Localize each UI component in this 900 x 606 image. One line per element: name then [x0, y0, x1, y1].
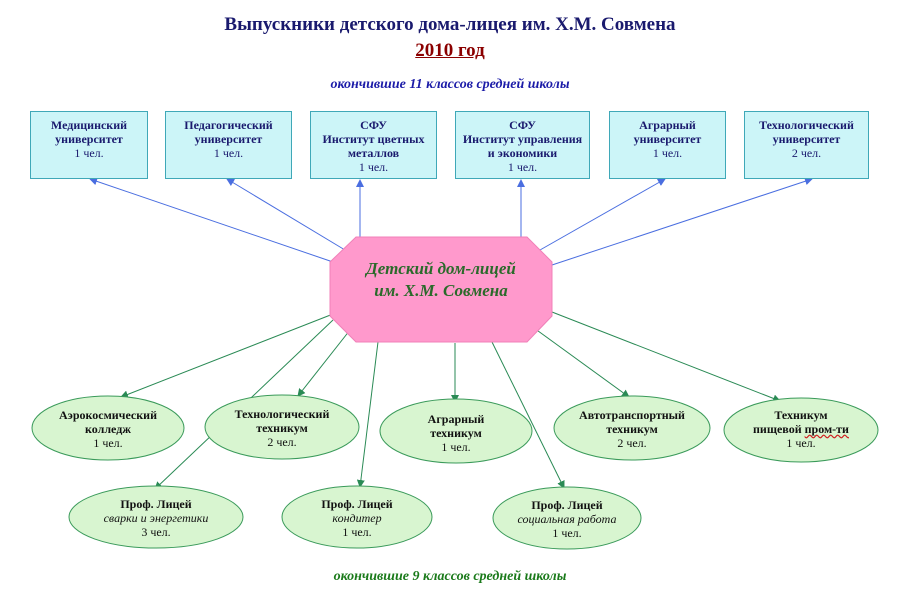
college-label: Аграрный: [427, 412, 485, 426]
lyceum-count: 1 чел.: [342, 525, 372, 539]
college-label: техникум: [256, 421, 308, 435]
center-line2: им. Х.М. Совмена: [374, 281, 508, 300]
college-auto: Автотранспортный техникум 2 чел.: [562, 408, 702, 450]
box-label: университет: [55, 132, 123, 146]
college-count: 1 чел.: [441, 440, 471, 454]
box-label: Педагогический: [184, 118, 273, 132]
arrow-to-confectioner: [356, 341, 379, 488]
arrow-to-pedagogical: [226, 178, 346, 251]
ellipse-aerospace: [31, 395, 185, 461]
arrow-to-tech-uni: [551, 177, 813, 266]
lyceum-label: Проф. Лицей: [531, 498, 603, 512]
diagram-title: Выпускники детского дома-лицея им. Х.М. …: [224, 14, 676, 35]
ellipse-social: [492, 486, 642, 550]
ellipse-agrarian-college: [379, 398, 533, 464]
box-label: металлов: [347, 146, 400, 160]
college-count: 1 чел.: [786, 436, 816, 450]
college-label: колледж: [84, 422, 131, 436]
lyceum-count: 1 чел.: [552, 526, 582, 540]
box-label: Медицинский: [50, 118, 128, 132]
college-label: Автотранспортный: [579, 408, 685, 422]
arrow-to-aerospace: [120, 313, 334, 399]
lyceum-specialty: социальная работа: [517, 512, 617, 526]
box-pedagogical-university: Педагогический университет 1 чел.: [165, 111, 292, 179]
lyceum-specialty: кондитер: [332, 511, 382, 525]
lyceum-welding: Проф. Лицей сварки и энергетики 3 чел.: [76, 497, 236, 539]
box-label: Технологический: [759, 118, 854, 132]
arrow-to-auto: [533, 327, 630, 398]
box-label: университет: [194, 132, 263, 146]
box-count: 1 чел.: [213, 146, 244, 160]
lyceum-specialty: сварки и энергетики: [103, 511, 209, 525]
lyceum-social: Проф. Лицей социальная работа 1 чел.: [497, 498, 637, 540]
box-tech-university: Технологический университет 2 чел.: [744, 111, 869, 179]
arrow-to-food: [551, 311, 781, 403]
college-label: Технологический: [234, 407, 330, 421]
college-label-part-misspelled: пром-ти: [804, 422, 849, 436]
bottom-caption: окончившие 9 классов средней школы: [333, 569, 567, 584]
ellipse-confectioner: [281, 485, 433, 549]
center-label: Детский дом-лицей им. Х.М. Совмена: [330, 258, 552, 302]
box-label: Аграрный: [639, 118, 696, 132]
ellipse-food: [723, 397, 879, 463]
box-label: СФУ: [509, 118, 536, 132]
box-label: университет: [633, 132, 702, 146]
college-label: техникум: [606, 422, 658, 436]
box-label: СФУ: [360, 118, 387, 132]
college-label: Аэрокосмический: [58, 408, 157, 422]
box-sfu-metals: СФУ Институт цветных металлов 1 чел.: [310, 111, 437, 179]
ellipse-auto: [553, 395, 711, 461]
arrow-to-medical: [89, 177, 334, 263]
arrow-to-tech-college: [297, 329, 351, 397]
center-line1: Детский дом-лицей: [366, 259, 516, 278]
box-sfu-economics: СФУ Институт управления и экономики 1 че…: [455, 111, 590, 179]
lyceum-confectioner: Проф. Лицей кондитер 1 чел.: [287, 497, 427, 539]
box-label: Институт управления: [462, 132, 583, 146]
box-agrarian-university: Аграрный университет 1 чел.: [609, 111, 726, 179]
college-agrarian: Аграрный техникум 1 чел.: [386, 412, 526, 454]
college-aerospace: Аэрокосмический колледж 1 чел.: [40, 408, 176, 450]
lyceum-label: Проф. Лицей: [321, 497, 393, 511]
college-tech: Технологический техникум 2 чел.: [212, 407, 352, 449]
box-label: Институт цветных: [322, 132, 425, 146]
box-label: университет: [772, 132, 841, 146]
center-octagon: [329, 236, 553, 343]
college-count: 2 чел.: [617, 436, 647, 450]
box-count: 1 чел.: [507, 160, 538, 174]
lyceum-label: Проф. Лицей: [120, 497, 192, 511]
ellipse-welding: [68, 485, 244, 549]
college-label-part: пищевой: [753, 422, 805, 436]
lyceum-count: 3 чел.: [141, 525, 171, 539]
college-count: 2 чел.: [267, 435, 297, 449]
college-label: Техникум: [774, 408, 828, 422]
college-label: техникум: [430, 426, 482, 440]
arrow-to-social: [491, 341, 565, 489]
ellipse-tech-college: [204, 394, 360, 460]
box-label: и экономики: [487, 146, 558, 160]
diagram-year: 2010 год: [415, 40, 485, 61]
college-count: 1 чел.: [93, 436, 123, 450]
box-count: 1 чел.: [652, 146, 683, 160]
top-caption: окончившие 11 классов средней школы: [330, 77, 570, 92]
box-count: 1 чел.: [358, 160, 389, 174]
box-count: 1 чел.: [74, 146, 104, 160]
box-medical-university: Медицинский университет 1 чел.: [30, 111, 148, 179]
box-count: 2 чел.: [791, 146, 822, 160]
college-food: Техникум пищевой пром-ти 1 чел.: [731, 408, 871, 450]
college-label-line2: пищевой пром-ти: [731, 422, 871, 436]
arrow-to-agrarian-uni: [539, 178, 666, 251]
